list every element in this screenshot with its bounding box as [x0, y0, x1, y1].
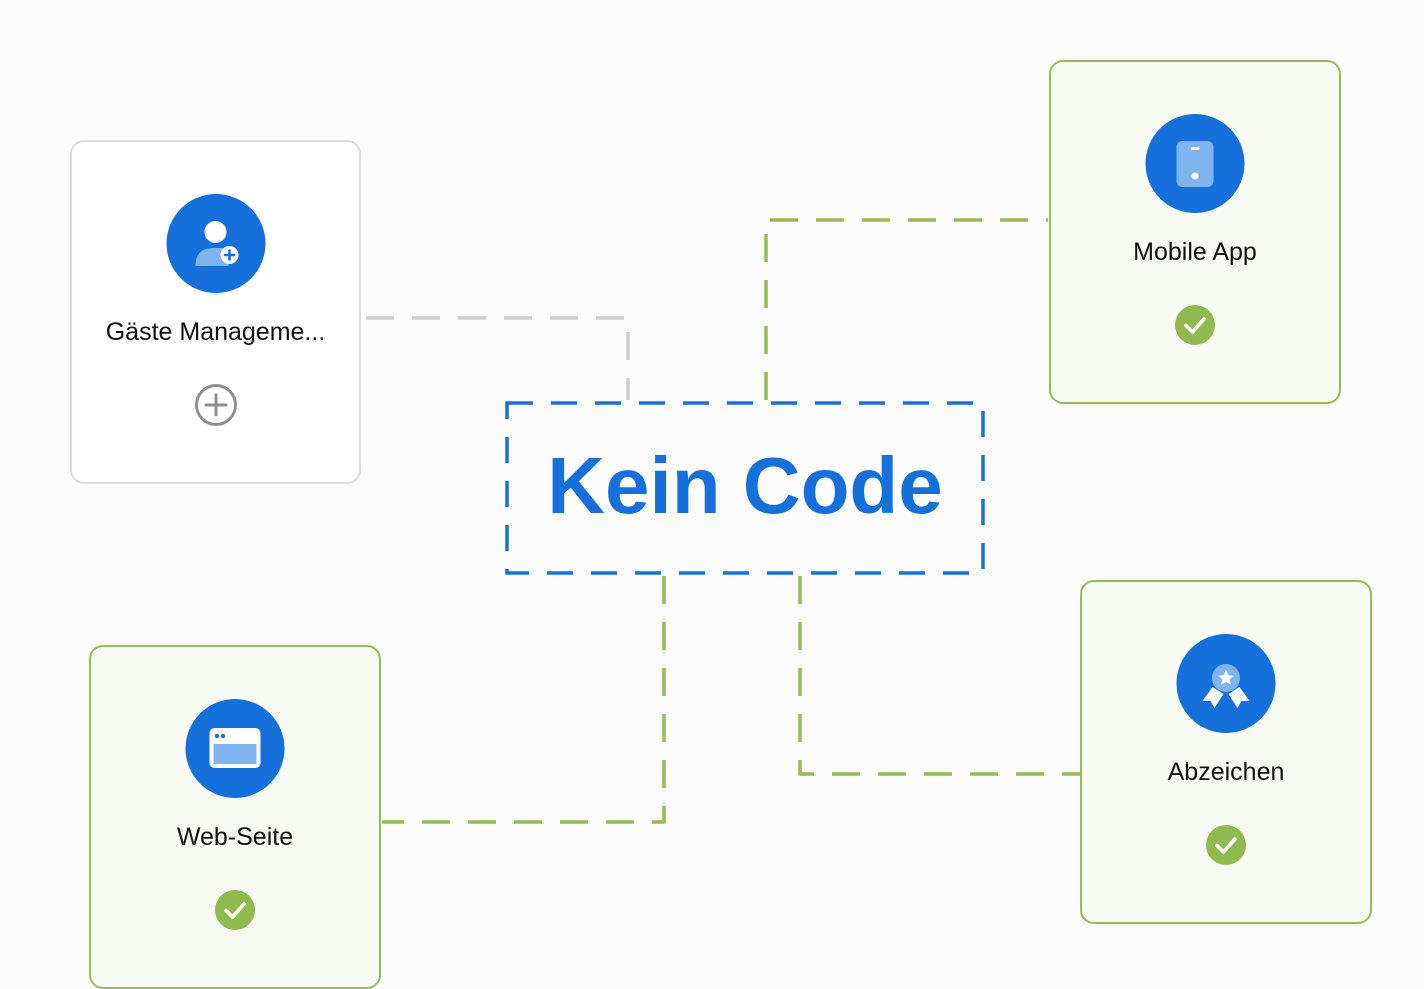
check-circle-icon	[1205, 824, 1247, 866]
connector-web	[382, 576, 666, 824]
center-box-border	[505, 401, 985, 575]
check-circle-icon	[1174, 304, 1216, 346]
card-website[interactable]: Web-Seite	[89, 645, 381, 989]
connector-badges	[798, 576, 1080, 776]
card-label: Gäste Manageme...	[105, 318, 326, 346]
card-guest-management[interactable]: Gäste Manageme...	[70, 140, 361, 484]
card-badges[interactable]: Abzeichen	[1080, 580, 1372, 924]
center-title: Kein Code	[547, 441, 943, 530]
connector-mobile	[764, 218, 1048, 400]
award-badge-icon	[1176, 634, 1276, 733]
user-plus-icon	[166, 194, 265, 293]
card-label: Mobile App	[1133, 238, 1257, 266]
card-mobile-app[interactable]: Mobile App	[1049, 60, 1341, 404]
card-label: Web-Seite	[176, 823, 294, 851]
card-label: Abzeichen	[1167, 758, 1285, 786]
center-box: Kein Code	[506, 402, 984, 574]
smartphone-icon	[1145, 114, 1245, 213]
connector-guests	[366, 316, 630, 400]
add-circle-icon[interactable]	[194, 384, 237, 426]
browser-window-icon	[185, 699, 285, 798]
check-circle-icon	[214, 889, 256, 931]
